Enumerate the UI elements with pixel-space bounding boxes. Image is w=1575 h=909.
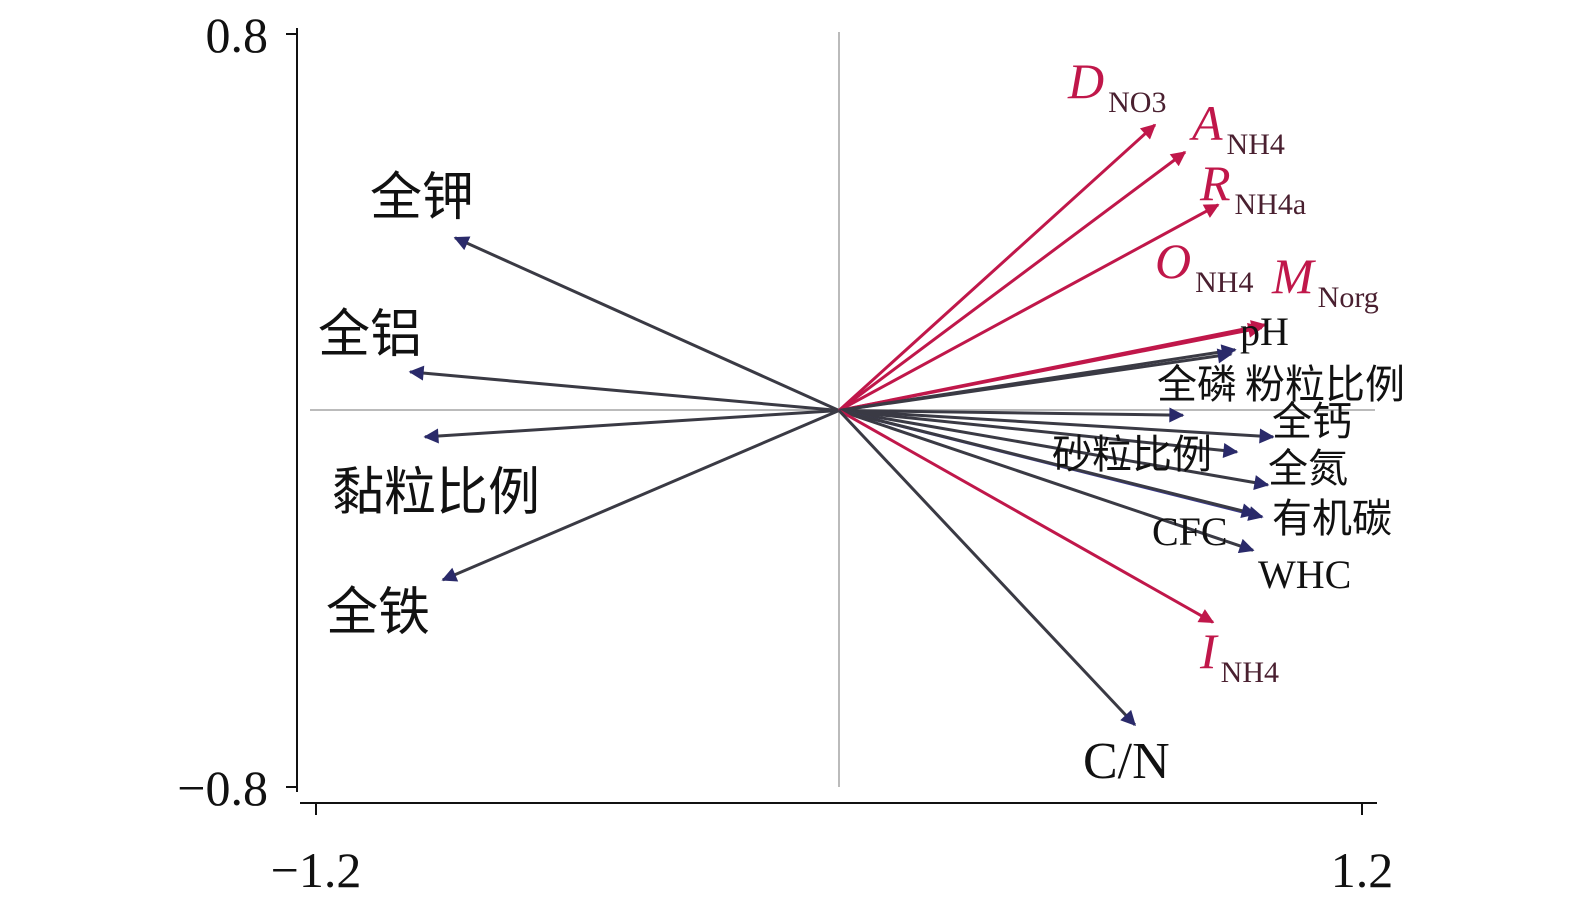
vector-label: 粉粒比例 — [1245, 362, 1405, 407]
vector-label-main: CFC — [1152, 509, 1228, 554]
vector-arrow — [838, 409, 1275, 444]
vector-arrow — [838, 409, 1255, 554]
vector-arrow — [453, 236, 840, 412]
vector-arrow — [423, 409, 840, 444]
y-axis: 0.8 −0.8 — [177, 7, 298, 816]
vector-label: 砂粒比例 — [1052, 432, 1212, 477]
vector-arrow — [838, 409, 1257, 519]
vector-label-subscript: NH4 — [1221, 656, 1279, 689]
vector-label-main: I — [1199, 623, 1219, 679]
vector-label-main: 全磷 — [1157, 362, 1237, 407]
vector-label-main: 砂粒比例 — [1052, 432, 1212, 477]
vector-label-main: 全氮 — [1268, 446, 1348, 491]
x-tick-label: 1.2 — [1331, 842, 1394, 898]
vector-label: 全钾 — [370, 170, 474, 227]
vector-label-subscript: NO3 — [1108, 86, 1166, 119]
vector-label: 全钙 — [1272, 399, 1352, 444]
vector-label: 有机碳 — [1272, 496, 1392, 541]
vector-label-main: 全铁 — [326, 585, 430, 642]
vector-arrow — [838, 150, 1187, 412]
vector-label-main: 全铝 — [318, 307, 422, 364]
vector-label-main: 粉粒比例 — [1245, 362, 1405, 407]
vector-label: 全铝 — [318, 307, 422, 364]
vector-label-main: 全钾 — [370, 170, 474, 227]
vector-label: 全铁 — [326, 585, 430, 642]
vector-label: 全磷 — [1157, 362, 1237, 407]
vector-label-main: D — [1067, 53, 1104, 109]
vector-label-subscript: NH4a — [1235, 188, 1307, 221]
x-axis: −1.2 1.2 — [271, 802, 1394, 898]
vector-label-main: 有机碳 — [1272, 496, 1392, 541]
vector-label: CFC — [1152, 509, 1228, 554]
vector-arrow — [837, 123, 1157, 412]
vector-arrow — [838, 409, 1215, 624]
vector-label-subscript: Norg — [1318, 281, 1379, 314]
x-tick-label: −1.2 — [271, 842, 362, 898]
vector-label-subscript: NH4 — [1195, 266, 1253, 299]
vector-label-main: 黏粒比例 — [332, 465, 540, 522]
vector-label: C/N — [1083, 733, 1170, 790]
vector-arrow — [408, 365, 840, 412]
vector-arrow — [837, 409, 1137, 726]
vector-arrow — [441, 409, 840, 582]
vector-label-main: C/N — [1083, 733, 1170, 790]
vector-label-main: M — [1271, 248, 1316, 304]
vector-label-main: R — [1199, 155, 1231, 211]
vector-arrow — [838, 203, 1220, 412]
vector-label: 黏粒比例 — [332, 465, 540, 522]
vector-arrow — [838, 409, 1270, 490]
y-tick-label: −0.8 — [177, 760, 268, 816]
vector-arrow — [838, 409, 1239, 458]
vector-label: pH — [1240, 309, 1289, 354]
y-tick-label: 0.8 — [206, 7, 269, 63]
vector-arrow — [838, 348, 1233, 412]
vector-label-main: 全钙 — [1272, 399, 1352, 444]
vector-label-main: pH — [1240, 309, 1289, 354]
vector-arrow — [838, 322, 1264, 412]
vector-label-main: WHC — [1258, 552, 1351, 597]
vector-label-main: A — [1189, 95, 1223, 151]
vector-arrow — [838, 407, 1185, 423]
vector-label-main: O — [1155, 233, 1191, 289]
vector-label-subscript: NH4 — [1227, 128, 1285, 161]
vector-label: 全氮 — [1268, 446, 1348, 491]
vector-label: WHC — [1258, 552, 1351, 597]
